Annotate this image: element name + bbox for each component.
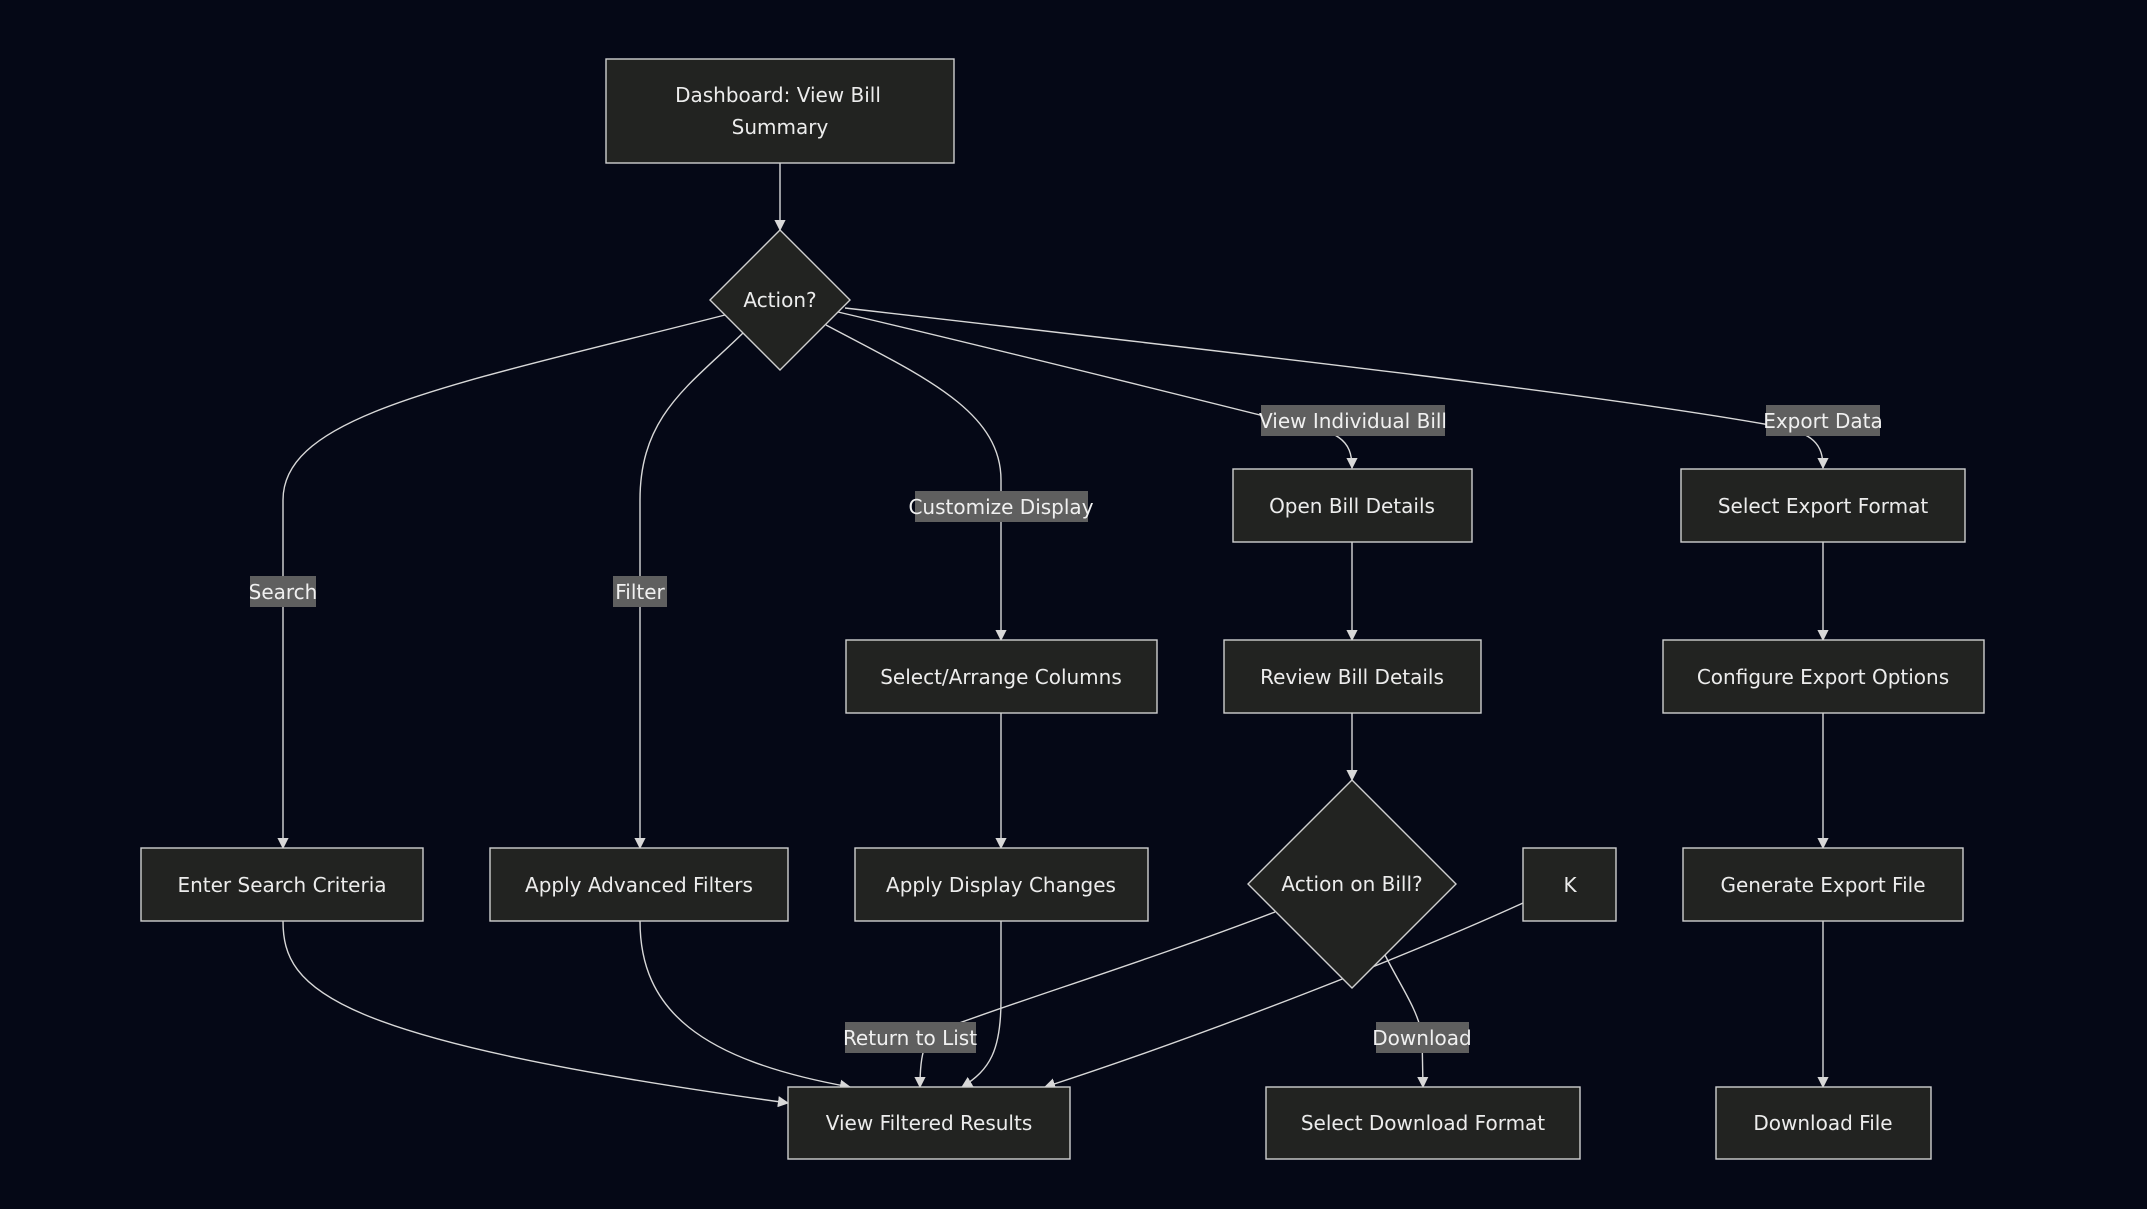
node-apply-filters-text: Apply Advanced Filters <box>525 873 753 897</box>
label-download-text: Download <box>1372 1026 1471 1050</box>
node-enter-search-criteria[interactable]: Enter Search Criteria <box>140 847 424 922</box>
label-customize-display: Customize Display <box>908 491 1094 522</box>
label-filter: Filter <box>613 576 667 607</box>
label-search-text: Search <box>249 580 318 604</box>
edge-action-to-select-columns <box>825 324 1007 642</box>
edge-action-on-bill-return-to-list <box>914 911 1276 1089</box>
node-apply-display-text: Apply Display Changes <box>886 873 1116 897</box>
node-configure-export-options[interactable]: Configure Export Options <box>1662 639 1985 714</box>
node-open-bill-details[interactable]: Open Bill Details <box>1232 468 1473 543</box>
node-k-text: K <box>1563 873 1577 897</box>
node-apply-advanced-filters[interactable]: Apply Advanced Filters <box>489 847 789 922</box>
edge-action-on-bill-download <box>1384 954 1429 1089</box>
node-action-decision[interactable]: Action? <box>709 229 851 371</box>
edge-action-to-enter-search <box>277 314 726 850</box>
label-filter-text: Filter <box>615 580 665 604</box>
label-search: Search <box>249 576 318 607</box>
label-export-text: Export Data <box>1763 409 1883 433</box>
edge-apply-filters-to-view-filtered <box>639 920 852 1091</box>
node-select-export-text: Select Export Format <box>1718 494 1929 518</box>
node-dashboard-line1: Dashboard: View Bill <box>675 83 881 107</box>
label-view-individual-bill: View Individual Bill <box>1259 405 1447 436</box>
edge-action-to-select-export <box>844 307 1829 470</box>
label-export-data: Export Data <box>1763 405 1883 436</box>
node-enter-search-text: Enter Search Criteria <box>177 873 386 897</box>
node-select-download-format[interactable]: Select Download Format <box>1265 1086 1581 1160</box>
node-apply-display-changes[interactable]: Apply Display Changes <box>854 847 1149 922</box>
edges <box>277 163 1829 1108</box>
node-action-on-bill-text: Action on Bill? <box>1281 872 1422 896</box>
node-select-export-format[interactable]: Select Export Format <box>1680 468 1966 543</box>
node-generate-export-file[interactable]: Generate Export File <box>1682 847 1964 922</box>
node-select-download-text: Select Download Format <box>1301 1111 1545 1135</box>
nodes: Dashboard: View Bill Summary Action? Ent… <box>140 58 1985 1160</box>
node-view-filtered-text: View Filtered Results <box>826 1111 1032 1135</box>
node-review-bill-text: Review Bill Details <box>1260 665 1444 689</box>
label-customize-text: Customize Display <box>908 495 1093 519</box>
edge-k-to-view-filtered <box>1043 902 1524 1090</box>
edge-action-to-apply-filters <box>634 332 744 850</box>
node-action-on-bill-decision[interactable]: Action on Bill? <box>1247 779 1457 989</box>
node-dashboard[interactable]: Dashboard: View Bill Summary <box>605 58 955 164</box>
label-view-individual-text: View Individual Bill <box>1259 409 1447 433</box>
node-generate-export-text: Generate Export File <box>1720 873 1925 897</box>
node-open-bill-text: Open Bill Details <box>1269 494 1435 518</box>
node-k[interactable]: K <box>1522 847 1617 922</box>
node-view-filtered-results[interactable]: View Filtered Results <box>787 1086 1071 1160</box>
label-download: Download <box>1372 1022 1472 1053</box>
node-configure-export-text: Configure Export Options <box>1697 665 1949 689</box>
label-return-text: Return to List <box>843 1026 977 1050</box>
edge-apply-display-to-view-filtered <box>961 921 1002 1088</box>
node-select-columns-text: Select/Arrange Columns <box>880 665 1122 689</box>
node-download-file[interactable]: Download File <box>1715 1086 1932 1160</box>
edge-action-to-open-bill <box>837 311 1358 470</box>
edge-enter-search-to-view-filtered <box>282 920 790 1108</box>
node-review-bill-details[interactable]: Review Bill Details <box>1223 639 1482 714</box>
node-action-text: Action? <box>743 288 816 312</box>
label-return-to-list: Return to List <box>843 1022 977 1053</box>
node-download-file-text: Download File <box>1753 1111 1892 1135</box>
edge-labels: Search Filter Customize Display View Ind… <box>249 405 1883 1053</box>
node-dashboard-line2: Summary <box>732 115 829 139</box>
node-select-arrange-columns[interactable]: Select/Arrange Columns <box>845 639 1158 714</box>
